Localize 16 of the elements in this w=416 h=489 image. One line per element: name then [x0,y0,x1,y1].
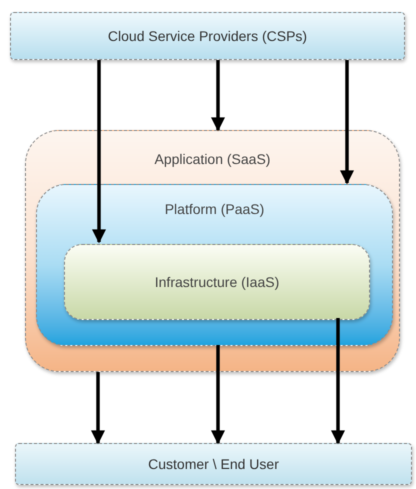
layer-box [25,130,400,372]
arrow [211,345,225,444]
layer-box [36,184,393,346]
provider-box [10,12,405,60]
layer-label: Cloud Service Providers (CSPs) [108,26,308,46]
arrow [92,60,106,244]
layer-label: Infrastructure (IaaS) [154,272,280,292]
layer-label: Customer \ End User [148,454,279,474]
layer-label: Application (SaaS) [154,150,270,169]
arrow [91,372,105,444]
arrow [211,60,225,132]
layer-box [64,244,370,320]
layer-label: Platform (PaaS) [164,200,264,219]
user-box [15,443,412,485]
arrow [331,318,345,444]
arrow [340,60,354,184]
